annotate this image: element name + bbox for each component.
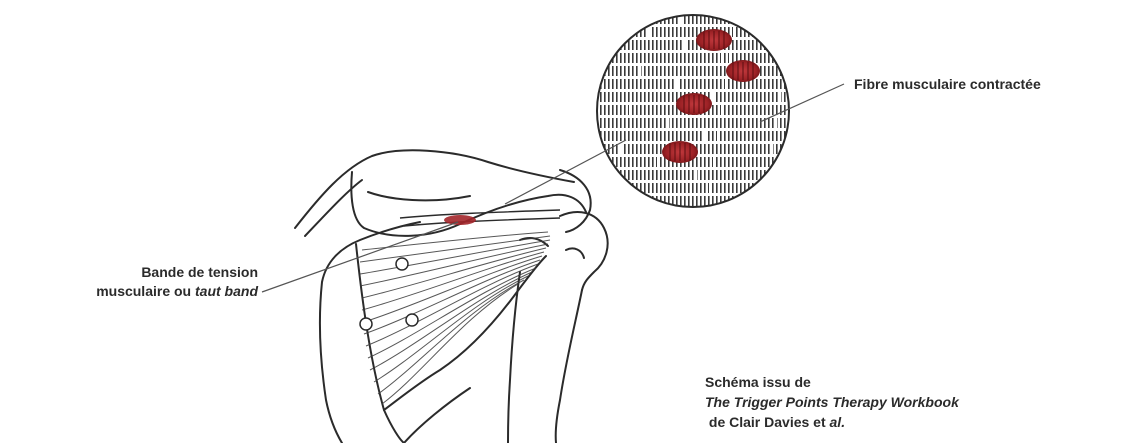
taut-band-label: Bande de tension musculaire ou taut band (0, 263, 258, 301)
fibre-gap (709, 183, 712, 193)
trigger-point-marker (406, 314, 418, 326)
trigger-point-marker (396, 258, 408, 270)
fibre-row (594, 183, 792, 193)
fibre-gap (666, 118, 669, 128)
fibre-gap (620, 144, 623, 154)
source-line1: Schéma issu de (705, 372, 959, 392)
fibre-label-text: Fibre musculaire contractée (854, 76, 1041, 92)
fibre-gap (778, 92, 781, 102)
fibre-gap (657, 157, 660, 167)
fibre-row (594, 66, 792, 76)
fibre-gap (774, 118, 777, 128)
fibre-row (594, 53, 792, 63)
fibre-gap (725, 79, 728, 89)
fibre-gap (729, 53, 732, 63)
fibre-gap (611, 183, 614, 193)
fibre-gap (712, 92, 715, 102)
fibre-gap (703, 131, 706, 141)
fibre-row (594, 131, 792, 141)
fibre-row (594, 196, 792, 206)
fibre-label: Fibre musculaire contractée (854, 75, 1041, 94)
taut-band-label-prefix: musculaire ou (96, 283, 195, 299)
fibre-gap (721, 105, 724, 115)
fibre-gap (610, 14, 613, 24)
fibre-gap (713, 157, 716, 167)
fibre-row (594, 118, 792, 128)
taut-band-label-italic: taut band (195, 283, 258, 299)
source-author-prefix: de Clair Davies et (705, 414, 830, 430)
fibre-gap (762, 196, 765, 206)
fibre-gap (786, 40, 789, 50)
source-author: de Clair Davies et al. (705, 412, 959, 432)
trigger-point-knot (444, 215, 476, 225)
magnified-fibre-view (594, 14, 792, 207)
fibre-row (594, 27, 792, 37)
source-caption: Schéma issu de The Trigger Points Therap… (705, 372, 959, 432)
fibre-gap (770, 144, 773, 154)
fibre-gap (647, 27, 650, 37)
source-author-italic: al. (830, 414, 846, 430)
source-book-title-text: The Trigger Points Therapy Workbook (705, 394, 959, 410)
fibre-gap (629, 105, 632, 115)
fibre-gap (721, 53, 724, 63)
fibre-gap (684, 40, 687, 50)
taut-band-label-line1: Bande de tension (0, 263, 258, 282)
fibre-gap (638, 66, 641, 76)
fibre-row (594, 79, 792, 89)
source-book-title: The Trigger Points Therapy Workbook (705, 392, 959, 412)
fibre-gap (694, 170, 697, 180)
fibre-gap (733, 27, 736, 37)
taut-band-label-line2: musculaire ou taut band (0, 282, 258, 301)
muscle-fibres (360, 232, 550, 404)
trigger-point-marker (360, 318, 372, 330)
fibre-gap (717, 131, 720, 141)
taut-band (400, 210, 560, 226)
fibre-gap (675, 79, 678, 89)
